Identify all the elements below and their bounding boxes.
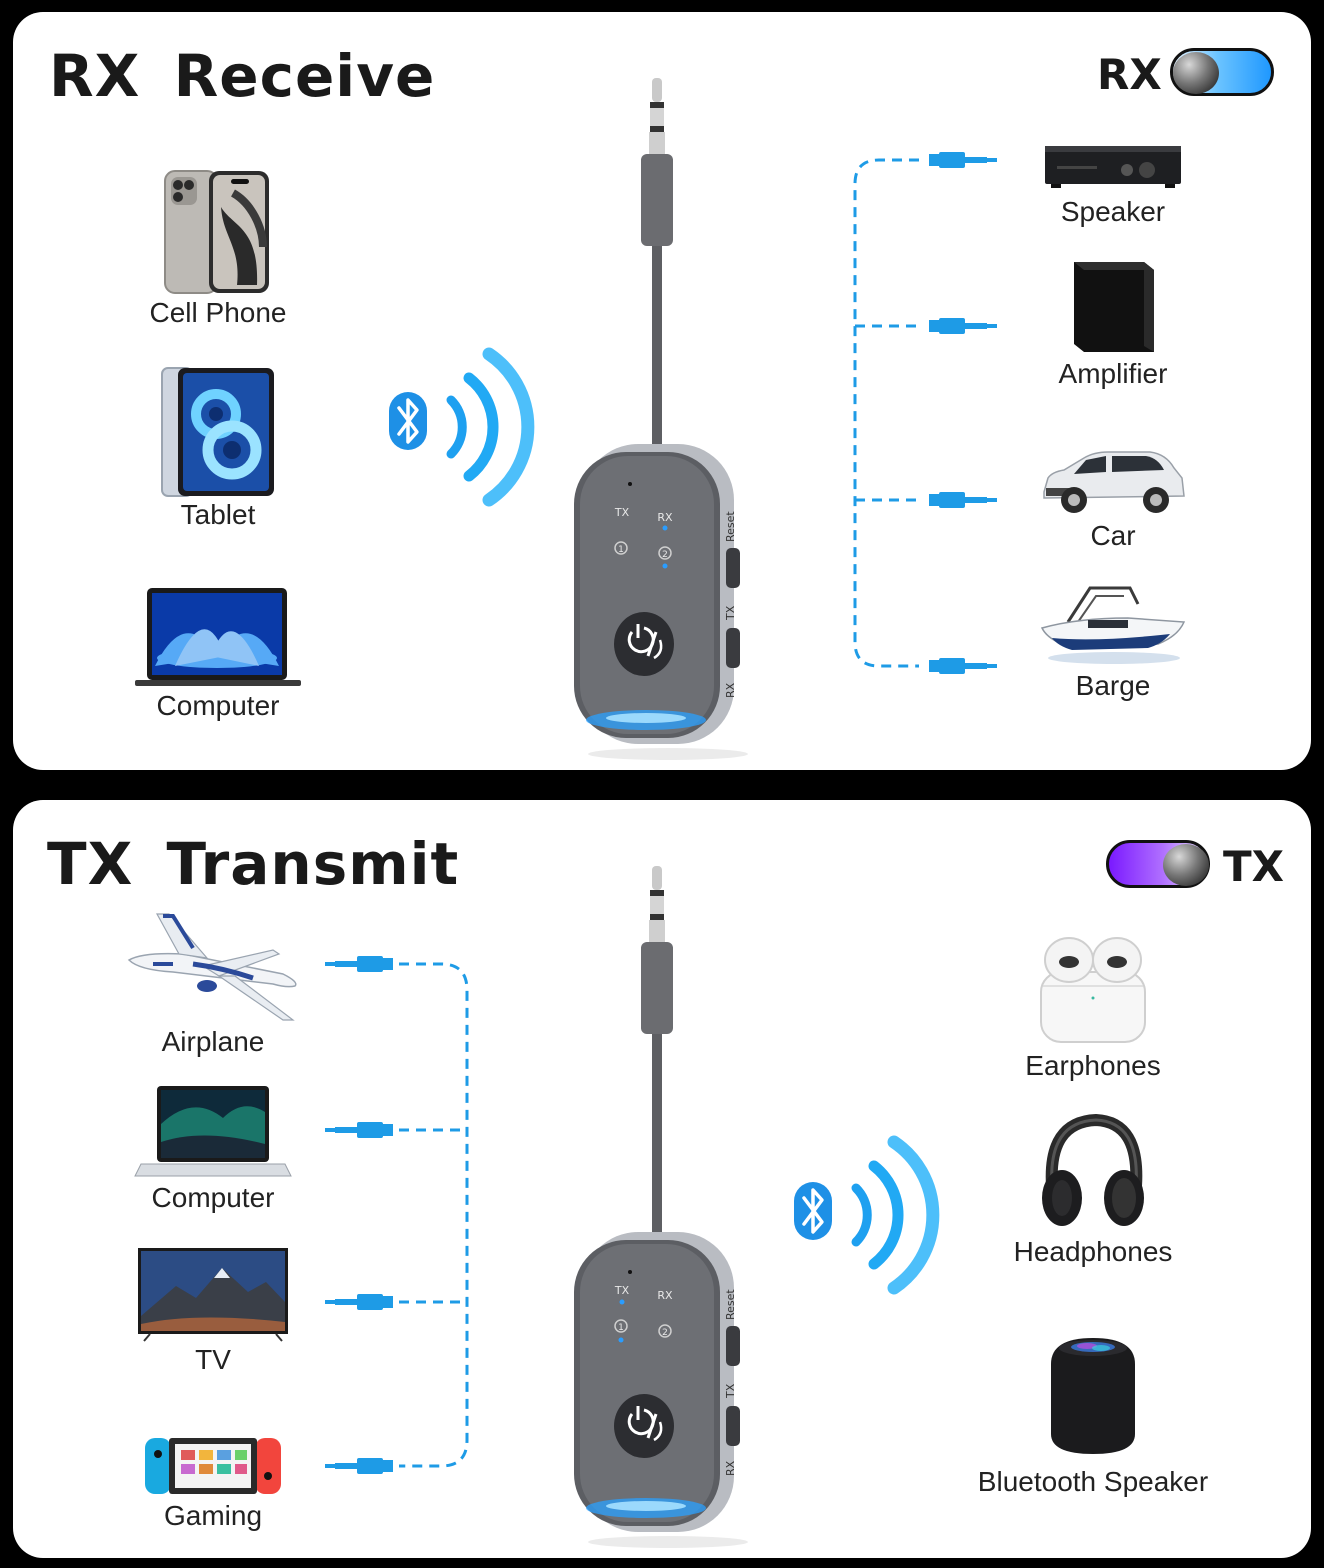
source-gaming: Gaming xyxy=(128,1434,298,1532)
rx-toggle-label: RX xyxy=(1097,50,1162,99)
cell-phone-icon xyxy=(164,170,269,294)
output-label: Car xyxy=(1090,520,1136,551)
led-label-tx: TX xyxy=(614,1284,630,1297)
source-airplane: Airplane xyxy=(118,912,308,1058)
source-label: TV xyxy=(195,1344,231,1375)
tx-title-code: TX xyxy=(47,830,134,898)
output-label: Earphones xyxy=(1025,1050,1161,1081)
output-label: Amplifier xyxy=(1058,358,1168,389)
rx-receive-panel: RX Receive RX Cell Phone Tabl xyxy=(13,12,1311,770)
airplane-icon xyxy=(127,913,297,1021)
source-label: Cell Phone xyxy=(149,297,287,328)
source-computer: Computer xyxy=(133,586,303,722)
rx-output-connections xyxy=(853,152,997,674)
led-label-2: 2 xyxy=(662,1328,668,1338)
amplifier-icon xyxy=(1074,262,1154,352)
led-label-2: 2 xyxy=(662,550,668,560)
source-label: Computer xyxy=(156,690,280,721)
output-bluetooth-speaker: Bluetooth Speaker xyxy=(953,1334,1233,1498)
output-label: Speaker xyxy=(1060,196,1166,227)
tx-title: TX Transmit xyxy=(47,830,459,898)
source-label: Airplane xyxy=(161,1026,265,1057)
output-label: Barge xyxy=(1075,670,1151,701)
tx-mode-toggle[interactable] xyxy=(1106,840,1210,888)
led-label-rx: RX xyxy=(657,1289,673,1302)
led-label-1: 1 xyxy=(618,545,624,555)
output-headphones: Headphones xyxy=(993,1113,1193,1268)
output-barge: Barge xyxy=(1033,582,1193,702)
output-car: Car xyxy=(1033,448,1193,552)
source-label: Gaming xyxy=(163,1500,263,1531)
rx-mode-toggle[interactable] xyxy=(1170,48,1274,96)
output-earphones: Earphones xyxy=(993,934,1193,1082)
smart-speaker-icon xyxy=(1051,1338,1135,1454)
led-label-1: 1 xyxy=(618,1323,624,1333)
tx-title-word: Transmit xyxy=(166,830,460,898)
source-tv: TV xyxy=(128,1246,298,1376)
source-computer: Computer xyxy=(128,1084,298,1214)
earphones-icon xyxy=(1040,937,1146,1043)
source-label: Tablet xyxy=(180,499,256,530)
side-label-reset: Reset xyxy=(724,511,737,542)
tx-transmit-panel: TX Transmit TX Airplane Computer xyxy=(13,800,1311,1558)
boat-icon xyxy=(1040,586,1186,664)
bluetooth-signal-icon xyxy=(794,1135,940,1295)
side-label-tx: TX xyxy=(724,605,737,621)
headphones-icon xyxy=(1042,1113,1144,1226)
rx-title: RX Receive xyxy=(49,42,435,110)
bluetooth-adapter-device: TX RX 1 2 Reset TX RX xyxy=(574,866,748,1548)
tv-icon xyxy=(138,1248,288,1342)
game-console-icon xyxy=(145,1438,281,1494)
bluetooth-signal-icon xyxy=(389,347,535,507)
laptop-icon xyxy=(135,588,301,686)
tx-source-connections xyxy=(325,956,469,1474)
output-speaker: Speaker xyxy=(1033,140,1193,228)
toggle-knob xyxy=(1163,844,1209,886)
rx-title-word: Receive xyxy=(173,42,436,110)
source-tablet: Tablet xyxy=(133,364,303,531)
tablet-icon xyxy=(161,367,274,497)
rx-title-code: RX xyxy=(49,42,141,110)
source-cell-phone: Cell Phone xyxy=(133,167,303,329)
side-label-tx: TX xyxy=(724,1383,737,1399)
speaker-receiver-icon xyxy=(1045,146,1181,188)
toggle-knob xyxy=(1173,52,1219,94)
output-amplifier: Amplifier xyxy=(1033,256,1193,390)
led-label-rx: RX xyxy=(657,511,673,524)
side-label-rx: RX xyxy=(724,1460,737,1476)
side-label-reset: Reset xyxy=(724,1289,737,1320)
led-label-tx: TX xyxy=(614,506,630,519)
tx-toggle-label: TX xyxy=(1223,842,1285,891)
bluetooth-adapter-device: TX RX 1 2 Reset TX RX xyxy=(574,78,748,760)
laptop-icon xyxy=(134,1086,292,1177)
side-label-rx: RX xyxy=(724,682,737,698)
source-label: Computer xyxy=(151,1182,275,1213)
output-label: Headphones xyxy=(1013,1236,1173,1267)
car-icon xyxy=(1043,451,1185,513)
output-label: Bluetooth Speaker xyxy=(977,1466,1209,1497)
